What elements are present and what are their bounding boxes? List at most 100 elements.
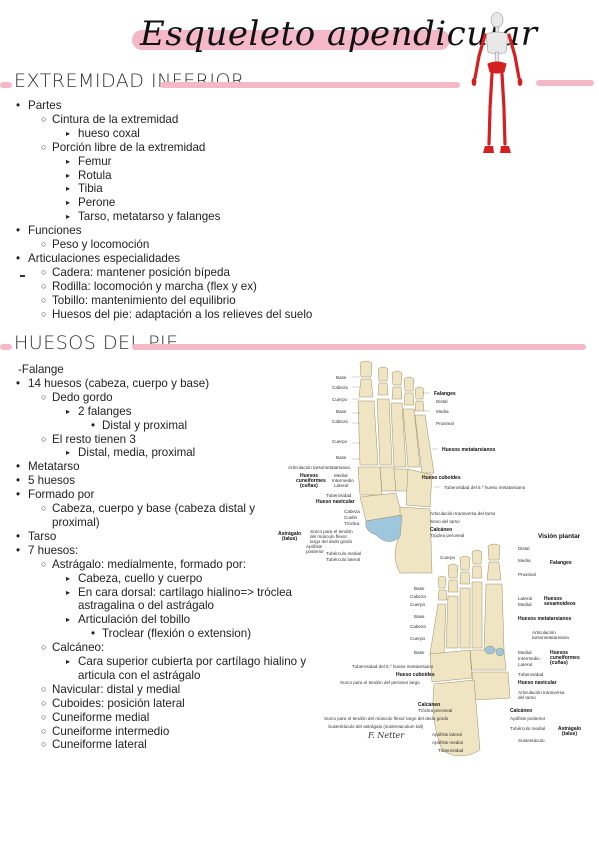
- foot-dorsal-illustration: Base Cabeza Cuerpo Base Cabeza Cuerpo Ba…: [278, 360, 526, 574]
- svg-text:cuneiformes: cuneiformes: [296, 478, 326, 484]
- svg-text:Base: Base: [336, 455, 347, 460]
- figure-title: Visión plantar: [538, 533, 581, 540]
- svg-text:Proximal: Proximal: [518, 572, 536, 577]
- pie-notes: -Falange14 huesos (cabeza, cuerpo y base…: [0, 363, 318, 752]
- list-item: Cadera: mantener posición bípeda: [0, 266, 312, 280]
- svg-text:Huesos: Huesos: [544, 596, 562, 602]
- svg-text:Distal: Distal: [518, 546, 530, 551]
- svg-text:Articulación transversa del ta: Articulación transversa del tarso: [430, 511, 496, 516]
- list-item: Rodilla: locomoción y marcha (flex y ex): [0, 280, 312, 294]
- svg-text:Base: Base: [336, 409, 347, 414]
- list-item: Tibia: [0, 182, 312, 196]
- svg-text:Tuberosidad: Tuberosidad: [438, 748, 464, 753]
- svg-text:Base: Base: [414, 614, 425, 619]
- list-item: Articulaciones especialidades: [0, 252, 312, 266]
- list-item: Distal y proximal: [0, 419, 318, 433]
- list-item: Huesos del pie: adaptación a los relieve…: [0, 308, 312, 322]
- list-item: Distal, media, proximal: [0, 446, 318, 460]
- svg-text:Hueso cuboides: Hueso cuboides: [422, 475, 461, 481]
- svg-text:sesamoideos: sesamoideos: [544, 601, 576, 607]
- svg-text:Proximal: Proximal: [436, 421, 454, 426]
- svg-text:Medial: Medial: [518, 650, 532, 655]
- list-item: Metatarso: [0, 460, 318, 474]
- skeleton-illustration: [471, 12, 523, 153]
- svg-text:Articulación: Articulación: [532, 630, 556, 635]
- heading-underline: [0, 344, 12, 350]
- svg-text:del músculo flexor: del músculo flexor: [310, 534, 347, 539]
- svg-text:tarsometatarsiana: tarsometatarsiana: [532, 635, 569, 640]
- list-item: Funciones: [0, 224, 312, 238]
- heading-line: [132, 344, 586, 350]
- svg-text:Distal: Distal: [436, 399, 448, 404]
- list-item: Tarso: [0, 530, 318, 544]
- svg-text:Tubérculo medial: Tubérculo medial: [510, 726, 545, 731]
- extremidad-notes: PartesCintura de la extremidadhueso coxa…: [0, 99, 312, 322]
- svg-text:Cabeza: Cabeza: [332, 419, 348, 424]
- svg-text:Apófisis posterior: Apófisis posterior: [510, 716, 546, 721]
- svg-text:Intermedio: Intermedio: [332, 478, 354, 483]
- svg-text:Tróclea peroneal: Tróclea peroneal: [418, 708, 452, 713]
- svg-text:Base: Base: [414, 650, 425, 655]
- list-item: Articulación del tobillo: [0, 613, 318, 627]
- svg-text:Cabeza: Cabeza: [410, 594, 426, 599]
- list-item: Perone: [0, 196, 312, 210]
- title-highlight: [132, 30, 450, 50]
- svg-text:(talus): (talus): [282, 536, 297, 542]
- list-item: Porción libre de la extremidad: [0, 141, 312, 155]
- svg-text:Cabeza: Cabeza: [344, 509, 360, 514]
- svg-text:Media: Media: [436, 409, 449, 414]
- list-item: Tobillo: mantenimiento del equilibrio: [0, 294, 312, 308]
- svg-text:Hueso cuboides: Hueso cuboides: [396, 672, 435, 678]
- stray-dash: [20, 275, 25, 277]
- svg-text:Cuello: Cuello: [344, 515, 357, 520]
- svg-text:Articulación transversa: Articulación transversa: [518, 690, 565, 695]
- list-item: En cara dorsal: cartílago hialino=> tróc…: [0, 586, 318, 614]
- svg-text:Apófisis: Apófisis: [306, 544, 323, 549]
- svg-text:Lateral: Lateral: [518, 662, 532, 667]
- heading-line: [160, 82, 460, 88]
- svg-text:Calcáneo: Calcáneo: [510, 708, 532, 714]
- svg-text:Base: Base: [336, 375, 347, 380]
- svg-text:Apófisis medial: Apófisis medial: [432, 740, 463, 745]
- list-item: Calcáneo:: [0, 641, 318, 655]
- list-item: Navicular: distal y medial: [0, 683, 318, 697]
- list-item: Cara superior cubierta por cartílago hia…: [0, 655, 318, 683]
- heading-underline: [0, 82, 12, 88]
- svg-text:Tuberosidad del 5.º hueso meta: Tuberosidad del 5.º hueso metatarsiano: [444, 485, 526, 490]
- svg-text:Cabeza: Cabeza: [332, 385, 348, 390]
- svg-text:Tubérculo medial: Tubérculo medial: [326, 551, 361, 556]
- artist-signature: F. Netter: [367, 731, 405, 740]
- foot-plantar-illustration: Visión plantar Distal Media Proximal Fal…: [324, 533, 581, 757]
- list-item: Tarso, metatarso y falanges: [0, 210, 312, 224]
- svg-text:Astrágalo: Astrágalo: [558, 726, 581, 732]
- svg-text:(cuñas): (cuñas): [550, 660, 568, 666]
- list-item: Cuneiforme medial: [0, 711, 318, 725]
- list-item: 14 huesos (cabeza, cuerpo y base): [0, 377, 318, 391]
- svg-text:(cuñas): (cuñas): [300, 483, 318, 489]
- svg-text:Huesos metatarsianos: Huesos metatarsianos: [442, 447, 496, 453]
- svg-text:Huesos: Huesos: [300, 473, 318, 479]
- list-item: 2 falanges: [0, 405, 318, 419]
- svg-text:Calcáneo: Calcáneo: [418, 702, 440, 708]
- heading-line-right: [536, 80, 594, 86]
- svg-text:Articulación tarsometatarsiana: Articulación tarsometatarsiana: [288, 465, 350, 470]
- svg-text:Sustentáculo: Sustentáculo: [518, 738, 545, 743]
- svg-text:Falanges: Falanges: [434, 391, 456, 397]
- list-item: Cintura de la extremidad: [0, 113, 312, 127]
- svg-text:Hueso navicular: Hueso navicular: [316, 499, 355, 505]
- svg-text:Cuerpo: Cuerpo: [410, 636, 426, 641]
- list-item: Rotula: [0, 169, 312, 183]
- svg-text:Falanges: Falanges: [550, 560, 572, 566]
- svg-text:Tuberosidad del 5.º hueso meta: Tuberosidad del 5.º hueso metatarsiano: [352, 664, 434, 669]
- svg-text:Tróclea peroneal: Tróclea peroneal: [430, 533, 464, 538]
- list-item: Cuboides: posición lateral: [0, 697, 318, 711]
- svg-text:Cuerpo: Cuerpo: [332, 397, 348, 402]
- list-item: Cuneiforme intermedio: [0, 725, 318, 739]
- list-item: Troclear (flexión o extension): [0, 627, 318, 641]
- list-item: Cuneiforme lateral: [0, 738, 318, 752]
- svg-text:Cuerpo: Cuerpo: [410, 602, 426, 607]
- svg-text:posterior: posterior: [306, 549, 324, 554]
- svg-text:largo del dedo gordo: largo del dedo gordo: [310, 539, 353, 544]
- svg-text:del tarso: del tarso: [518, 695, 536, 700]
- list-item: El resto tienen 3: [0, 433, 318, 447]
